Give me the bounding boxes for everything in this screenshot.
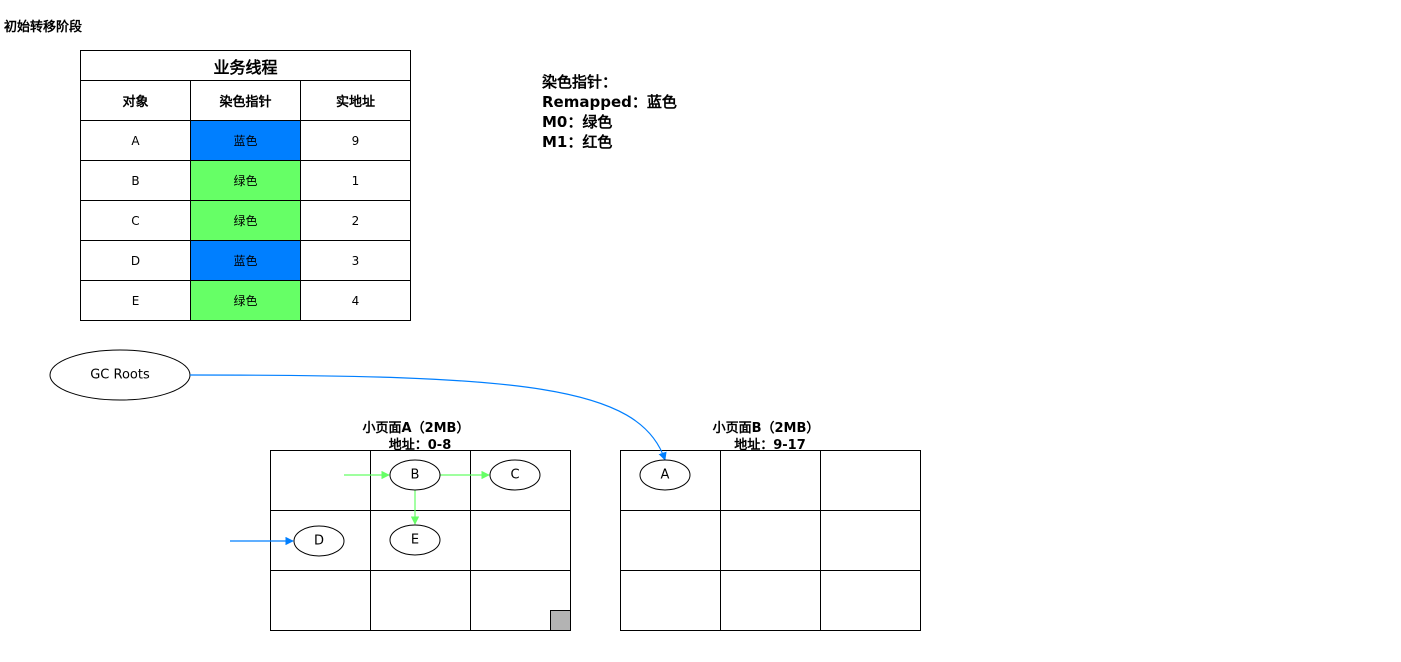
node-e-label: E bbox=[411, 533, 419, 548]
legend-m1: M1：红色 bbox=[542, 133, 613, 151]
table-title: 业务线程 bbox=[80, 50, 411, 81]
page-title: 初始转移阶段 bbox=[4, 20, 83, 35]
page-b-label: 小页面B（2MB） bbox=[713, 420, 820, 436]
gc-roots-node: GC Roots bbox=[49, 349, 191, 401]
legend-title: 染色指针： bbox=[542, 73, 618, 91]
header-real-address: 实地址 bbox=[300, 80, 411, 121]
cell-color: 绿色 bbox=[190, 280, 301, 321]
page-a-label: 小页面A（2MB） bbox=[363, 420, 470, 436]
color-legend: 染色指针： Remapped：蓝色 M0：绿色 M1：红色 bbox=[542, 72, 677, 152]
cell-address: 1 bbox=[300, 160, 411, 201]
cell-object: E bbox=[80, 280, 191, 321]
cell-color: 绿色 bbox=[190, 160, 301, 201]
header-object: 对象 bbox=[80, 80, 191, 121]
cell-object: D bbox=[80, 240, 191, 281]
page-b-address: 地址：9-17 bbox=[734, 437, 806, 453]
table-row: A 蓝色 9 bbox=[80, 120, 411, 161]
cell-color: 绿色 bbox=[190, 200, 301, 241]
object-node-e: E bbox=[389, 524, 441, 556]
table-row: E 绿色 4 bbox=[80, 280, 411, 321]
small-page-a: 小页面A（2MB） 地址：0-8 bbox=[270, 420, 571, 631]
node-b-label: B bbox=[411, 468, 420, 483]
gc-roots-label: GC Roots bbox=[90, 368, 150, 383]
small-page-b: 小页面B（2MB） 地址：9-17 bbox=[620, 420, 921, 631]
object-node-d: D bbox=[293, 525, 345, 557]
table-header-row: 对象 染色指针 实地址 bbox=[80, 80, 411, 121]
cell-object: A bbox=[80, 120, 191, 161]
edge-gcroots-to-a bbox=[189, 374, 667, 461]
page-corner-marker bbox=[550, 610, 571, 631]
page-a-address: 地址：0-8 bbox=[389, 437, 452, 453]
page-b-grid bbox=[620, 450, 921, 631]
cell-address: 3 bbox=[300, 240, 411, 281]
node-c-label: C bbox=[510, 468, 519, 483]
object-node-b: B bbox=[389, 459, 441, 491]
legend-remapped: Remapped：蓝色 bbox=[542, 93, 677, 111]
object-node-c: C bbox=[489, 459, 541, 491]
table-row: C 绿色 2 bbox=[80, 200, 411, 241]
cell-color: 蓝色 bbox=[190, 240, 301, 281]
thread-table: 业务线程 对象 染色指针 实地址 A 蓝色 9 B 绿色 1 C 绿色 2 D … bbox=[80, 50, 411, 321]
node-d-label: D bbox=[314, 534, 324, 549]
header-colored-pointer: 染色指针 bbox=[190, 80, 301, 121]
legend-m0: M0：绿色 bbox=[542, 113, 613, 131]
object-node-a: A bbox=[639, 459, 691, 491]
node-a-label: A bbox=[661, 468, 670, 483]
cell-color: 蓝色 bbox=[190, 120, 301, 161]
table-row: D 蓝色 3 bbox=[80, 240, 411, 281]
cell-address: 4 bbox=[300, 280, 411, 321]
